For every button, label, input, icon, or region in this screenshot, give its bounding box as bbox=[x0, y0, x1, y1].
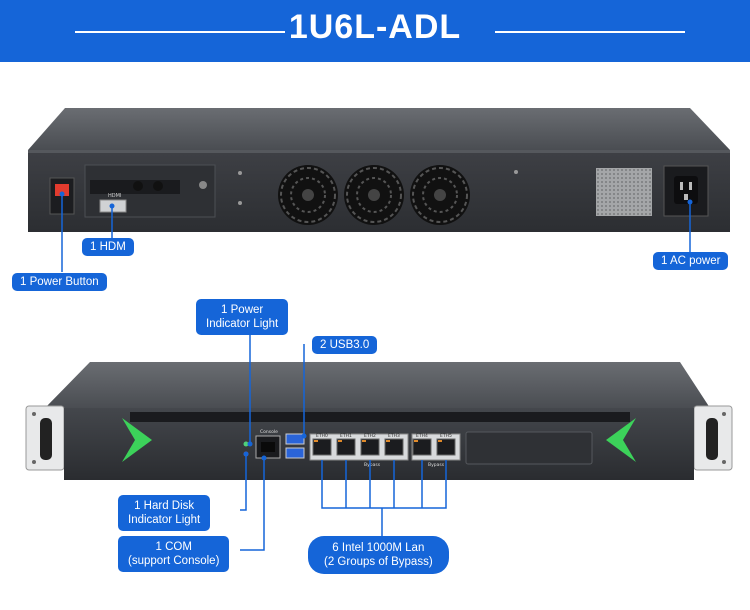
eth-port-2 bbox=[360, 438, 380, 456]
label-power-button: 1 Power Button bbox=[12, 273, 107, 291]
rear-view: HDMI bbox=[28, 108, 730, 232]
eth-port-1 bbox=[336, 438, 356, 456]
eth-label-3: ETH3 bbox=[388, 433, 400, 439]
usb-port-2 bbox=[285, 447, 305, 459]
fan-3 bbox=[410, 165, 470, 225]
eth-led-3 bbox=[386, 440, 390, 442]
page-title: 1U6L-ADL bbox=[288, 8, 462, 46]
bypass-text-1: Bypass bbox=[364, 462, 381, 468]
eth-port-3 bbox=[384, 438, 404, 456]
eth-label-5: ETH5 bbox=[440, 433, 452, 439]
vent-mesh bbox=[596, 168, 652, 216]
rear-leaders bbox=[61, 194, 691, 272]
fan-1 bbox=[278, 165, 338, 225]
eth-led-0 bbox=[314, 440, 318, 442]
eth-label-4: ETH4 bbox=[416, 433, 428, 439]
label-hdd-indicator: 1 Hard Disk Indicator Light bbox=[118, 495, 211, 531]
fan-2 bbox=[344, 165, 404, 225]
banner-line-left-2 bbox=[75, 31, 285, 33]
label-usb: 2 USB3.0 bbox=[312, 336, 378, 354]
label-lan: 6 Intel 1000M Lan (2 Groups of Bypass) bbox=[308, 536, 449, 574]
banner-line-right bbox=[495, 31, 685, 33]
bypass-text-2: Bypass bbox=[428, 462, 445, 468]
expansion-blank bbox=[465, 431, 593, 465]
eth-led-1 bbox=[338, 440, 342, 442]
green-accent-right bbox=[606, 418, 636, 462]
hdmi-text: HDMI bbox=[108, 193, 121, 199]
label-hdmi: 1 HDM bbox=[82, 238, 134, 256]
front-top-surface bbox=[45, 362, 710, 408]
eth-port-5 bbox=[436, 438, 456, 456]
power-led bbox=[243, 441, 249, 447]
front-leaders bbox=[240, 330, 447, 551]
green-accent-left bbox=[122, 418, 152, 462]
rear-top-surface bbox=[28, 108, 730, 150]
eth-led-4 bbox=[414, 440, 418, 442]
console-text: Console bbox=[260, 429, 278, 435]
label-com: 1 COM (support Console) bbox=[118, 536, 230, 572]
eth-label-1: ETH1 bbox=[340, 433, 352, 439]
eth-led-5 bbox=[438, 440, 442, 442]
eth-label-2: ETH2 bbox=[364, 433, 376, 439]
eth-led-2 bbox=[362, 440, 366, 442]
eth-port-4 bbox=[412, 438, 432, 456]
usb-port-1 bbox=[285, 433, 305, 445]
front-vent bbox=[130, 412, 630, 422]
title-banner: 1U6L-ADL bbox=[0, 0, 750, 62]
label-power-indicator: 1 Power Indicator Light bbox=[196, 299, 289, 335]
eth-port-0 bbox=[312, 438, 332, 456]
eth-ports: ETH0 ETH1 ETH2 ETH3 ETH4 ETH5 bbox=[312, 433, 456, 456]
label-ac-power: 1 AC power bbox=[653, 252, 729, 270]
eth-label-0: ETH0 bbox=[316, 433, 328, 439]
